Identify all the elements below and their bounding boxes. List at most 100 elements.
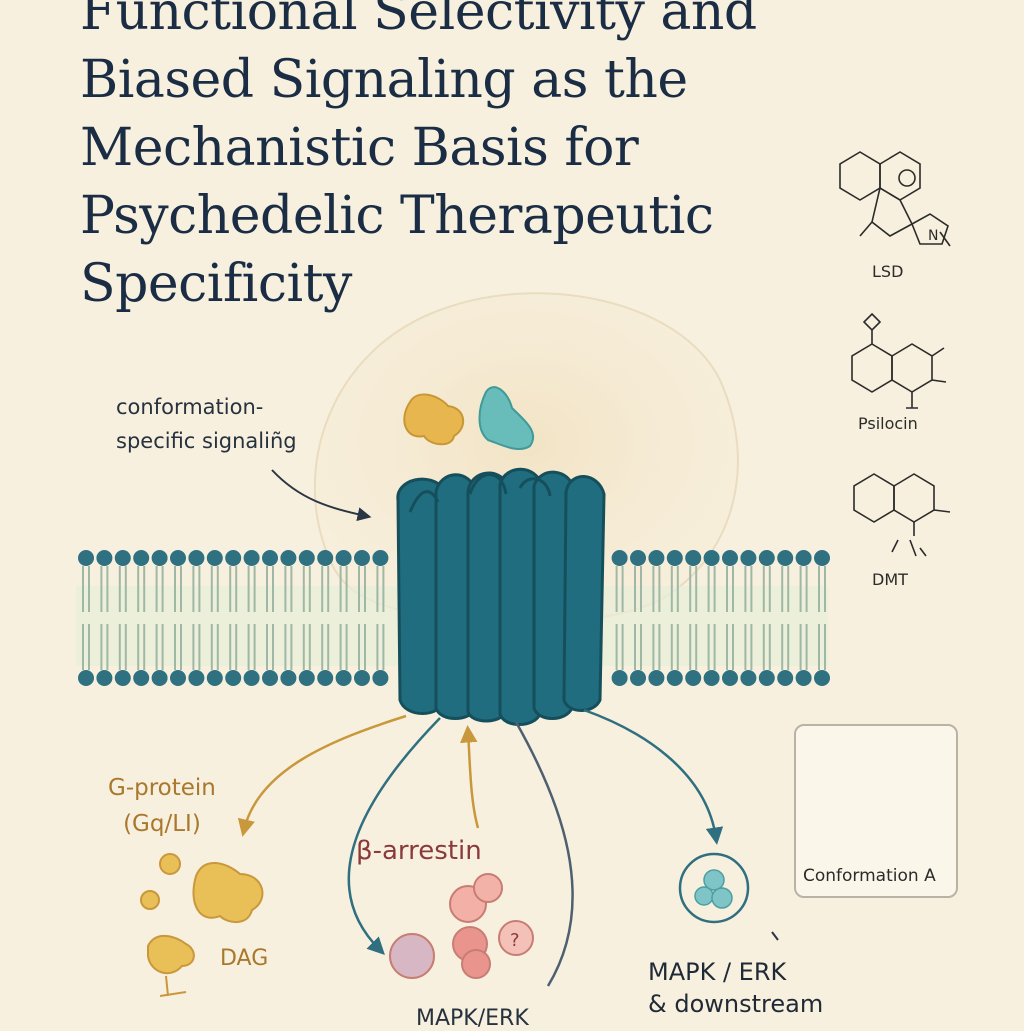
lsd-label: LSD xyxy=(872,262,904,281)
lipid-head xyxy=(133,550,150,566)
lipid-head xyxy=(354,550,370,566)
lipid-head xyxy=(317,550,334,566)
mapk-erk-right-label: MAPK / ERK & downstream xyxy=(648,956,823,1020)
beta-arrestin-arrow-left xyxy=(347,717,441,955)
lipid-head xyxy=(335,550,352,566)
title-line-3: Mechanistic Basis for xyxy=(80,118,639,178)
lipid-head xyxy=(96,550,113,566)
title-line-2: Biased Signaling as the xyxy=(80,50,688,110)
lipid-head xyxy=(666,670,683,686)
lipid-head xyxy=(372,550,389,566)
mapk-right-line-2: & downstream xyxy=(648,990,824,1018)
g-protein-line-1: G-protein xyxy=(108,775,216,801)
lipid-head xyxy=(225,550,242,566)
lipid-head xyxy=(648,670,665,686)
lipid-head xyxy=(354,670,370,686)
lipid-head xyxy=(78,670,94,686)
mapk-arrow xyxy=(583,708,724,845)
beta-arrestin-up-arrow xyxy=(460,725,480,829)
g-protein-label: G-protein (Gq/LI) xyxy=(108,770,216,842)
svg-text:N: N xyxy=(928,228,938,244)
lipid-head xyxy=(666,550,683,566)
lipid-head xyxy=(243,550,260,566)
lipid-head xyxy=(740,550,757,566)
lipid-head xyxy=(740,670,757,686)
lipid-head xyxy=(611,550,628,566)
lipid-head xyxy=(188,550,205,566)
psilocin-label: Psilocin xyxy=(858,414,918,433)
svg-text:?: ? xyxy=(510,930,520,951)
lipid-head xyxy=(188,670,205,686)
mapk-complex-icon xyxy=(678,852,750,924)
beta-arrestin-complex: ? xyxy=(389,873,534,979)
lipid-head xyxy=(298,550,315,566)
lipid-head xyxy=(170,670,186,686)
lipid-head xyxy=(170,550,186,566)
lipid-head xyxy=(758,670,775,686)
lipid-head xyxy=(335,670,352,686)
lipid-head xyxy=(151,670,168,686)
lipid-head xyxy=(262,670,278,686)
callout-line-1: conformation- xyxy=(116,395,264,419)
beta-arrestin-label: β-arrestin xyxy=(356,836,482,866)
dmt-structure-icon xyxy=(853,473,951,557)
lipid-head xyxy=(243,670,260,686)
callout-line-2: specific signaliñg xyxy=(116,429,297,453)
lipid-head xyxy=(722,670,738,686)
lipid-head xyxy=(777,550,794,566)
title-line-4: Psychedelic Therapeutic xyxy=(80,186,714,246)
title-line-1: Functional Selectivity and xyxy=(80,0,757,42)
lipid-head xyxy=(758,550,775,566)
g-protein-arrow xyxy=(237,714,407,837)
conformation-box-label: Conformation A xyxy=(803,866,936,886)
receptor-protein-icon xyxy=(396,467,606,726)
title-line-5: Specificity xyxy=(80,254,352,314)
lipid-head xyxy=(722,550,738,566)
lipid-head xyxy=(630,670,646,686)
lsd-structure-icon: N xyxy=(839,151,951,247)
lipid-head xyxy=(280,670,297,686)
lipid-head xyxy=(317,670,334,686)
conformation-box xyxy=(794,724,958,898)
lipid-head xyxy=(298,670,315,686)
page-title: Functional Selectivity and Biased Signal… xyxy=(80,0,840,318)
g-protein-effectors xyxy=(140,853,264,997)
tick-mark xyxy=(771,931,779,941)
lipid-head xyxy=(151,550,168,566)
lipid-head xyxy=(703,550,720,566)
lipid-head xyxy=(114,550,131,566)
g-protein-line-2: (Gq/LI) xyxy=(123,811,201,837)
lipid-head xyxy=(225,670,242,686)
mapk-erk-left-label: MAPK/ERK xyxy=(416,1006,529,1031)
gold-ligand-icon xyxy=(403,393,464,446)
lipid-head xyxy=(814,670,830,686)
teal-ligand-icon xyxy=(478,386,535,450)
lipid-head xyxy=(611,670,628,686)
lipid-head xyxy=(372,670,389,686)
callout-arrow xyxy=(271,469,372,522)
lipid-head xyxy=(133,670,150,686)
lipid-head xyxy=(96,670,113,686)
conformation-callout-label: conformation- specific signaliñg xyxy=(116,390,297,458)
dmt-label: DMT xyxy=(872,570,908,589)
central-signal-curve xyxy=(514,721,574,987)
lipid-head xyxy=(78,550,94,566)
lipid-head xyxy=(206,550,223,566)
lipid-head xyxy=(795,550,812,566)
lipid-head xyxy=(648,550,665,566)
dag-label: DAG xyxy=(220,946,269,971)
psilocin-structure-icon xyxy=(851,312,947,409)
lipid-head xyxy=(114,670,131,686)
lipid-head xyxy=(703,670,720,686)
lipid-head xyxy=(777,670,794,686)
lipid-head xyxy=(280,550,297,566)
lipid-head xyxy=(814,550,830,566)
lipid-head xyxy=(685,670,702,686)
lipid-head xyxy=(630,550,646,566)
lipid-head xyxy=(206,670,223,686)
lipid-head xyxy=(685,550,702,566)
lipid-head xyxy=(262,550,278,566)
lipid-head xyxy=(795,670,812,686)
mapk-right-line-1: MAPK / ERK xyxy=(648,958,787,986)
